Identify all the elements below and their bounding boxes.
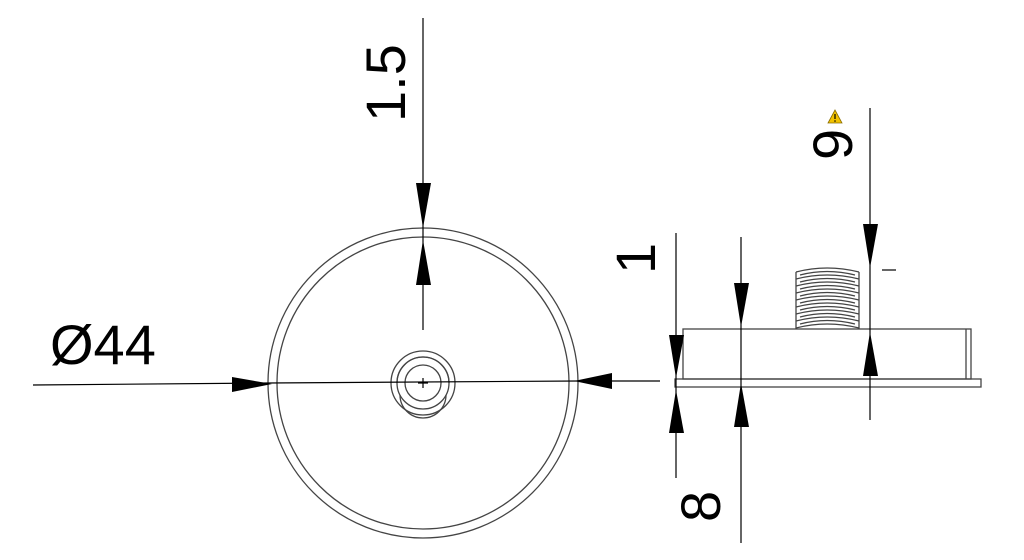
plate-arrow-top — [669, 335, 684, 378]
stud-threads — [795, 267, 860, 329]
warning-icon — [827, 109, 843, 124]
rim-arrow-top — [416, 183, 431, 228]
diameter-label: Ø44 — [50, 313, 156, 376]
stud-threads-inner — [799, 270, 856, 325]
diameter-arrow-left — [232, 377, 272, 392]
base-arrow-bottom — [734, 383, 749, 427]
center-mark — [418, 378, 428, 388]
plate-thickness-label: 1 — [604, 243, 667, 274]
warning-dot — [834, 120, 836, 122]
threaded-stud — [795, 267, 860, 329]
plate-arrow-bottom — [669, 390, 684, 433]
thread-arrow-top — [863, 224, 878, 268]
rim-arrow-bottom — [416, 240, 431, 285]
hub-inner-circle — [404, 364, 442, 402]
plate-thickness-dimension: 1 — [604, 233, 684, 478]
thread-arrow-bottom — [863, 332, 878, 376]
diameter-line-center — [267, 380, 579, 384]
hub-thread-arc — [396, 356, 450, 419]
base-height-dimension: 8 — [669, 237, 749, 543]
thread-length-label: 9 — [801, 129, 864, 160]
diameter-arrow-right — [574, 373, 612, 389]
thread-length-dimension: 9 — [801, 108, 896, 420]
diameter-line-left — [32, 382, 269, 386]
base-height-label: 8 — [669, 491, 732, 522]
rim-thickness-label: 1.5 — [354, 44, 417, 122]
diameter-dimension: Ø44 — [32, 313, 660, 392]
base-body — [682, 328, 972, 380]
base-plate — [674, 378, 982, 388]
hub-outer-circle — [390, 350, 456, 416]
side-view — [674, 267, 982, 388]
base-arrow-top — [734, 283, 749, 327]
rim-thickness-dimension: 1.5 — [354, 18, 431, 330]
